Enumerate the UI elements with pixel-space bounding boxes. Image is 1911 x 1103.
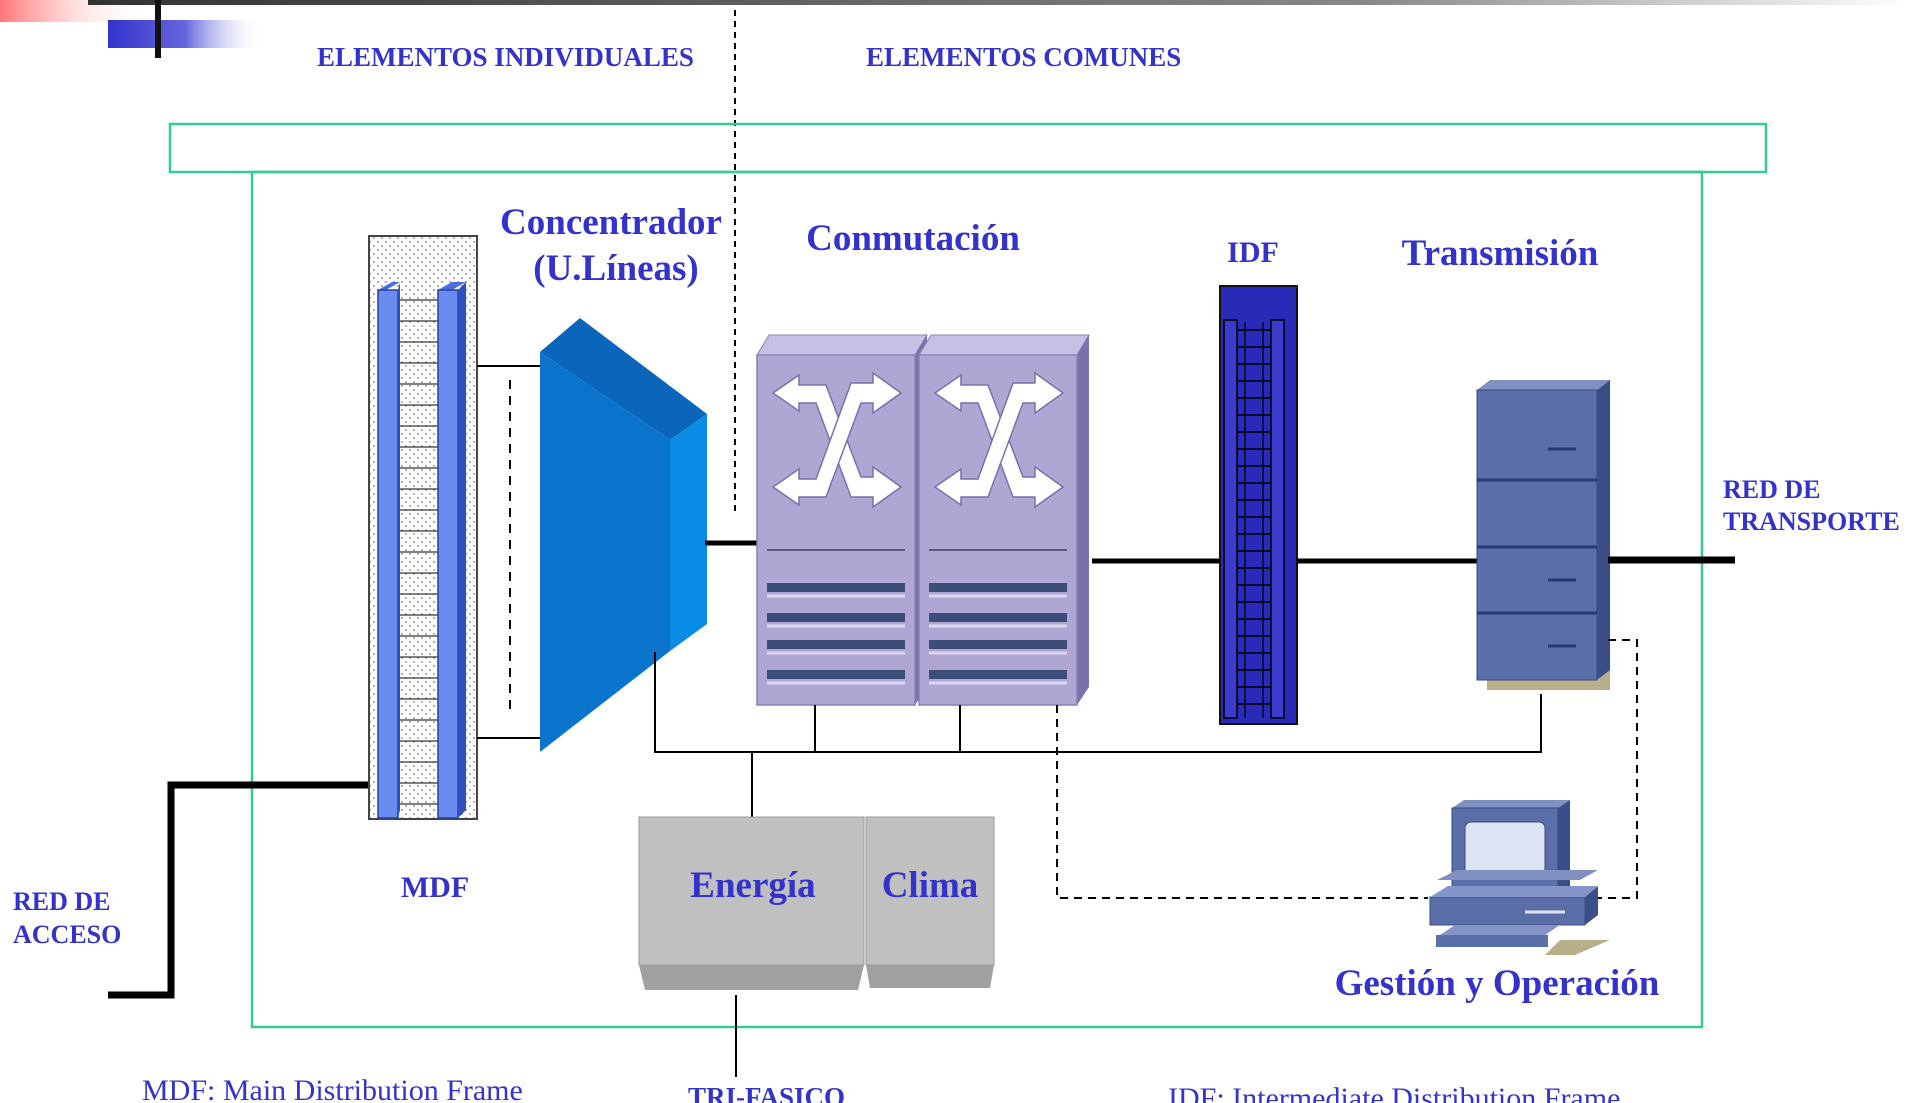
clima-label: Clima (882, 865, 979, 906)
mdf-label: MDF (401, 871, 469, 904)
red-transporte-label-2: TRANSPORTE (1723, 507, 1900, 536)
mgmt-link-transmission (1598, 639, 1638, 899)
switching-unit (756, 334, 1090, 706)
transmission-server (1476, 380, 1610, 690)
top-band (168, 122, 1768, 174)
concentrador-label-2: (U.Líneas) (533, 248, 698, 289)
gestion-label: Gestión y Operación (1335, 963, 1660, 1004)
access-line (108, 781, 378, 999)
energia-label: Energía (690, 865, 815, 906)
mgmt-link-switch (1056, 705, 1428, 899)
conmutacion-label: Conmutación (806, 218, 1020, 259)
mdf-rack (368, 235, 478, 820)
idf-label: IDF (1227, 236, 1279, 269)
header-common: ELEMENTOS COMUNES (866, 42, 1181, 72)
building-frame (250, 170, 1704, 1029)
energy-unit (638, 816, 865, 990)
concentrator-unit (540, 318, 707, 752)
concentrador-label-1: Concentrador (500, 202, 722, 243)
mdf-definition: MDF: Main Distribution Frame (142, 1074, 523, 1103)
management-workstation (1429, 800, 1610, 955)
red-transporte-label-1: RED DE (1723, 475, 1821, 504)
corner-decoration (0, 0, 1911, 58)
idf-definition: IDF: Intermediate Distribution Frame (1168, 1082, 1620, 1103)
red-acceso-label-1: RED DE (13, 887, 111, 916)
control-bus (654, 652, 1542, 753)
red-acceso-label-2: ACCESO (13, 920, 121, 949)
idf-rack (1219, 285, 1298, 725)
climate-unit (865, 816, 995, 988)
trifasico-label: TRI-FASICO (688, 1082, 845, 1103)
header-individual: ELEMENTOS INDIVIDUALES (317, 42, 694, 72)
transmision-label: Transmisión (1402, 233, 1599, 274)
